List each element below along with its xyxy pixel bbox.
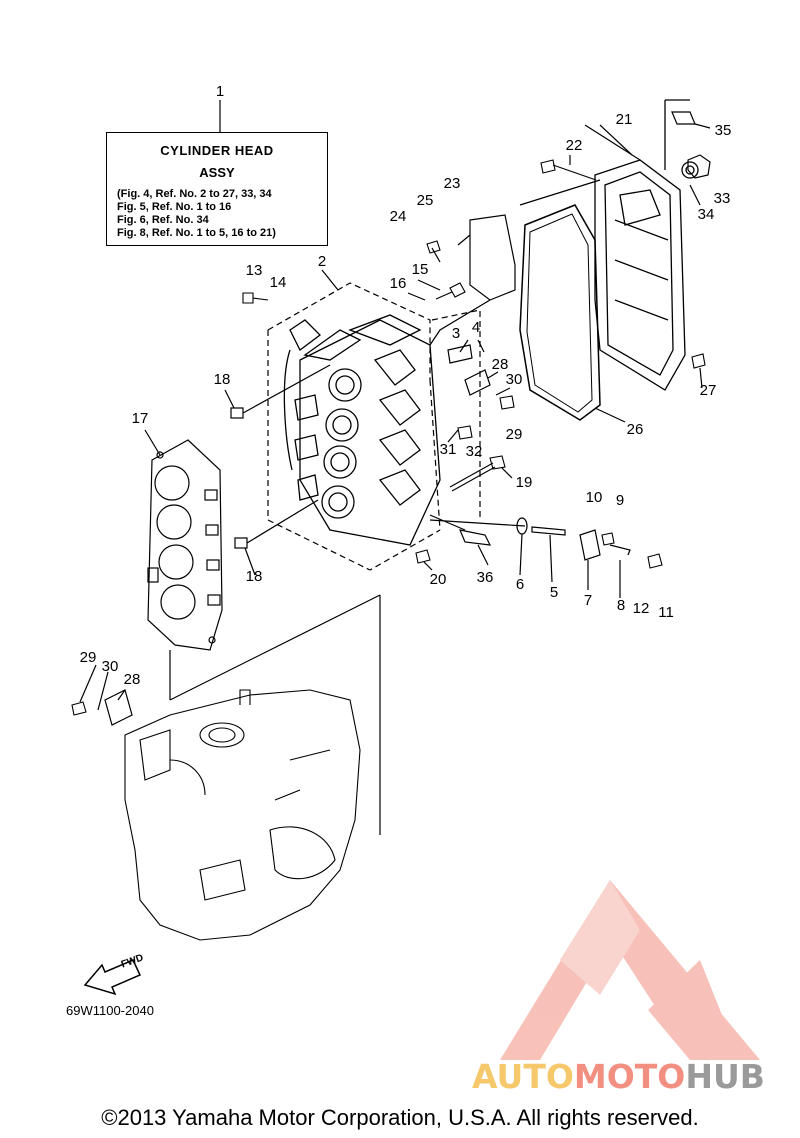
callout-28: 28 <box>491 356 509 373</box>
callout-2: 2 <box>317 253 327 270</box>
callout-20: 20 <box>429 571 447 588</box>
callout-34: 34 <box>697 206 715 223</box>
callout-12: 12 <box>632 600 650 617</box>
cover-plate <box>469 214 516 301</box>
housing <box>104 689 133 726</box>
callout-16: 16 <box>389 275 407 292</box>
housing <box>464 369 491 396</box>
callout-18: 18 <box>213 371 231 388</box>
callout-29: 29 <box>79 649 97 666</box>
cover <box>579 529 601 561</box>
callout-35: 35 <box>714 122 732 139</box>
assembly-info-box: CYLINDER HEAD ASSY (Fig. 4, Ref. No. 2 t… <box>106 132 328 246</box>
callout-13: 13 <box>245 262 263 279</box>
reference-list: (Fig. 4, Ref. No. 2 to 27, 33, 34 Fig. 5… <box>117 188 276 240</box>
callout-14: 14 <box>269 274 287 291</box>
callout-32: 32 <box>465 443 483 460</box>
engine-block <box>124 689 361 941</box>
reference-line: (Fig. 4, Ref. No. 2 to 27, 33, 34 <box>117 188 272 200</box>
fwd-arrow-icon <box>83 959 142 996</box>
reference-line: Fig. 6, Ref. No. 34 <box>117 214 209 226</box>
callout-26: 26 <box>626 421 644 438</box>
bolts <box>71 159 706 716</box>
shaft <box>531 526 566 536</box>
sensor <box>447 344 473 364</box>
callout-19: 19 <box>515 474 533 491</box>
callout-23: 23 <box>443 175 461 192</box>
label-tag <box>671 111 696 125</box>
spring <box>609 544 631 556</box>
callout-8: 8 <box>616 597 626 614</box>
callout-15: 15 <box>411 261 429 278</box>
callout-22: 22 <box>565 137 583 154</box>
watermark-logo-icon <box>500 880 760 1060</box>
watermark-part: HUB <box>685 1057 765 1096</box>
diagram-code: 69W1100-2040 <box>66 1003 154 1018</box>
dowel-pin <box>234 537 248 549</box>
callout-27: 27 <box>699 382 717 399</box>
spark-plug <box>459 529 492 546</box>
cylinder-head <box>283 314 441 546</box>
reference-line: Fig. 8, Ref. No. 1 to 5, 16 to 21) <box>117 227 276 239</box>
assembly-subtitle: ASSY <box>199 165 235 180</box>
copyright-notice: ©2013 Yamaha Motor Corporation, U.S.A. A… <box>101 1105 699 1130</box>
callout-17: 17 <box>131 410 149 427</box>
watermark-text: AUTOMOTOHUB <box>472 1057 765 1096</box>
callout-28: 28 <box>123 671 141 688</box>
plug <box>687 154 711 179</box>
dowel-pin <box>230 407 244 419</box>
callout-29: 29 <box>505 426 523 443</box>
callout-30: 30 <box>505 371 523 388</box>
callout-5: 5 <box>549 584 559 601</box>
callout-24: 24 <box>389 208 407 225</box>
assembly-title: CYLINDER HEAD <box>160 143 274 158</box>
cover-gasket <box>519 204 601 421</box>
callout-36: 36 <box>476 569 494 586</box>
callout-11: 11 <box>658 604 674 621</box>
callout-30: 30 <box>101 658 119 675</box>
watermark-part: AUTO <box>472 1057 574 1096</box>
head-cover <box>594 99 699 391</box>
callout-4: 4 <box>471 319 481 336</box>
callout-1: 1 <box>215 83 225 100</box>
callout-9: 9 <box>615 492 625 509</box>
callout-7: 7 <box>583 592 593 609</box>
callout-21: 21 <box>615 111 633 128</box>
callout-18: 18 <box>245 568 263 585</box>
callout-31: 31 <box>439 441 457 458</box>
callout-33: 33 <box>713 190 731 207</box>
callout-6: 6 <box>515 576 525 593</box>
callout-3: 3 <box>451 325 461 342</box>
reference-line: Fig. 5, Ref. No. 1 to 16 <box>117 201 232 213</box>
callout-25: 25 <box>416 192 434 209</box>
callout-10: 10 <box>585 489 603 506</box>
watermark-part: MOTO <box>573 1057 686 1096</box>
head-gasket <box>147 439 223 651</box>
